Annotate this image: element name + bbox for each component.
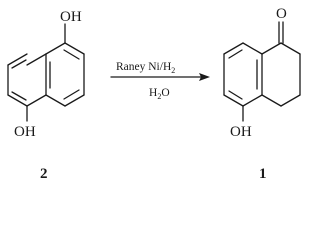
solvent-subscript: 2 — [157, 92, 161, 101]
product-molecule: O OH — [223, 6, 301, 140]
reagent-subscript: 2 — [171, 66, 175, 75]
product-aromatic-ring — [223, 42, 263, 107]
reaction-arrow-group: Raney Ni/H2 H2O — [110, 61, 210, 101]
reactant-molecule: OH OH — [7, 9, 85, 140]
product-oh: OH — [230, 124, 252, 140]
product-saturated-ring — [261, 42, 301, 107]
reactant-oh-bottom: OH — [14, 124, 36, 140]
product-number: 1 — [259, 166, 267, 182]
reactant-number: 2 — [40, 166, 48, 182]
reagent-label: Raney Ni/H2 — [116, 61, 175, 75]
reactant-right-ring — [45, 42, 85, 107]
product-carbonyl-o: O — [276, 6, 287, 22]
reactant-left-ring — [7, 53, 47, 107]
reaction-scheme: OH OH Raney Ni/H2 H2O — [7, 6, 301, 182]
reactant-oh-top: OH — [60, 9, 82, 25]
solvent-label: H2O — [149, 87, 170, 101]
arrow-head-icon — [199, 73, 210, 81]
